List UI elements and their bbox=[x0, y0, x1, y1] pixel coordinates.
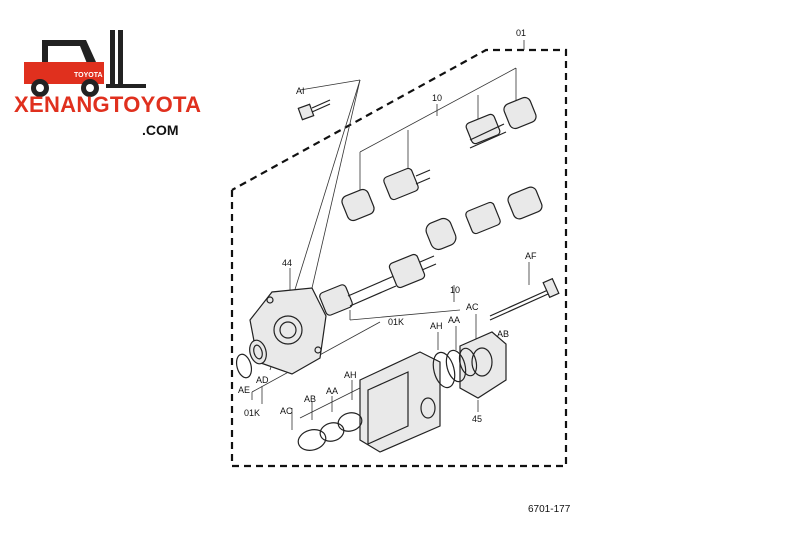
callout-ac-right: AC bbox=[466, 302, 479, 312]
callout-44: 44 bbox=[282, 258, 292, 268]
brand-name: XENANGTOYOTA bbox=[14, 92, 202, 117]
callout-45: 45 bbox=[472, 414, 482, 424]
callout-ae: AE bbox=[238, 385, 250, 395]
gasket-set-left bbox=[297, 412, 363, 451]
callout-ab-right: AB bbox=[497, 329, 509, 339]
gasket-set-right bbox=[432, 347, 478, 389]
seal-ring-ae bbox=[235, 353, 253, 379]
callout-ab-left: AB bbox=[304, 394, 316, 404]
assembly-boundary bbox=[230, 48, 568, 468]
gear-shaft-mid-left bbox=[341, 167, 431, 222]
callout-01k-mid: 01K bbox=[388, 317, 404, 327]
callout-01: 01 bbox=[516, 28, 526, 38]
drive-shaft bbox=[319, 253, 437, 316]
callout-ah-right: AH bbox=[430, 321, 443, 331]
figure-code: 6701-177 bbox=[528, 504, 571, 515]
forklift-logo-icon: TOYOTA bbox=[24, 30, 146, 97]
long-bolt-af bbox=[489, 277, 560, 321]
front-cover-44 bbox=[249, 287, 327, 375]
callout-01k-left: 01K bbox=[244, 408, 260, 418]
gear-shaft-mid-right bbox=[425, 186, 543, 251]
pump-body bbox=[359, 351, 441, 453]
callout-10-top: 10 bbox=[432, 93, 442, 103]
callout-ah-left: AH bbox=[344, 370, 357, 380]
callout-af: AF bbox=[525, 251, 537, 261]
callout-ac-left: AC bbox=[280, 406, 293, 416]
seal-ad bbox=[249, 339, 267, 365]
brand-domain: .COM bbox=[142, 122, 179, 138]
gear-shaft-top bbox=[465, 96, 537, 149]
rear-cover-45 bbox=[459, 331, 507, 399]
callout-10-mid: 10 bbox=[450, 285, 460, 295]
callout-aa-left: AA bbox=[326, 386, 338, 396]
callout-aa-right: AA bbox=[448, 315, 460, 325]
bolt-ai bbox=[297, 99, 331, 121]
badge-text: TOYOTA bbox=[74, 72, 103, 79]
callout-ai: AI bbox=[296, 86, 305, 96]
callout-ad: AD bbox=[256, 375, 269, 385]
